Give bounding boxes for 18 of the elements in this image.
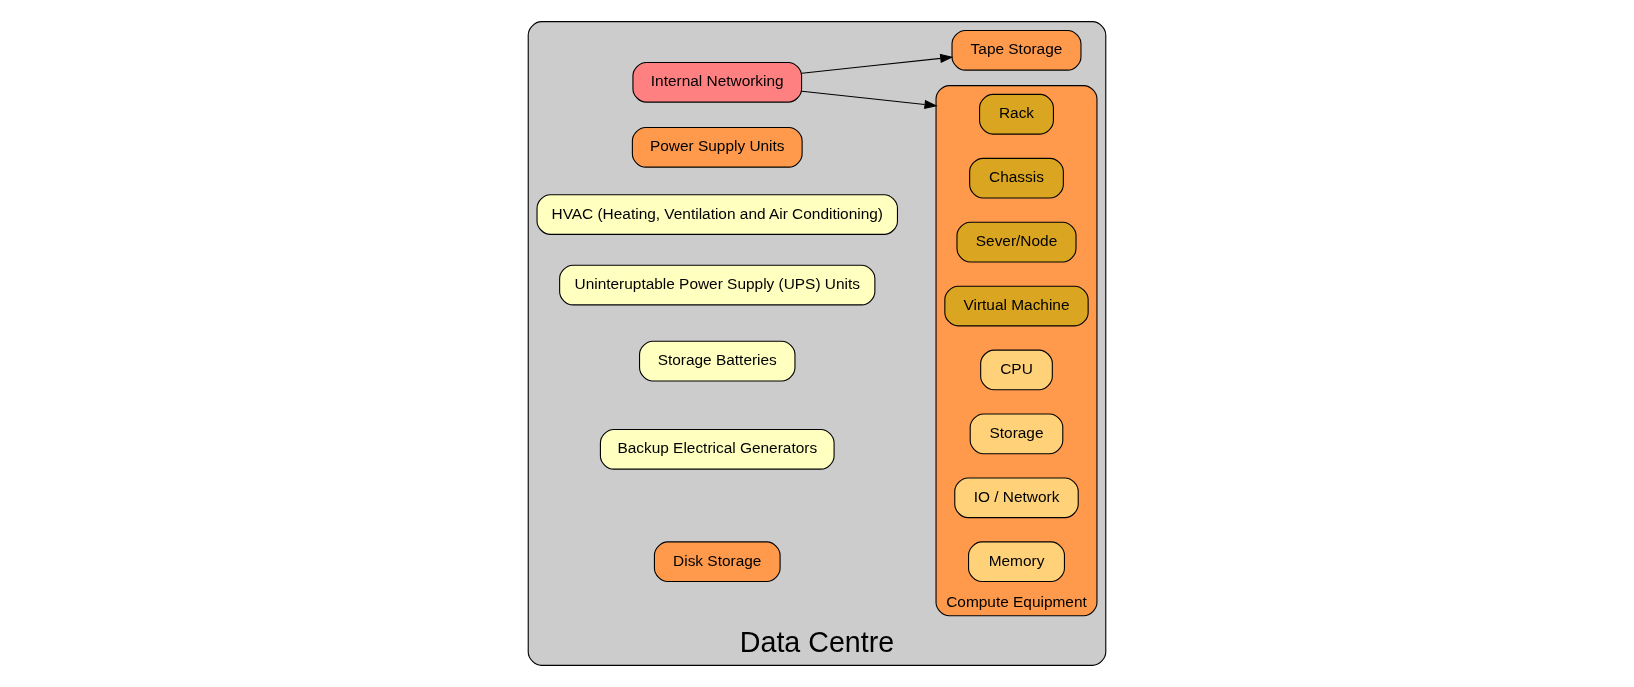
node-box: Sever/Node [956, 221, 1077, 263]
node-box: Rack [979, 93, 1054, 135]
node-box: Memory [968, 541, 1065, 583]
node-box: Storage Batteries [639, 340, 796, 382]
node-box: IO / Network [954, 477, 1079, 519]
node-box: Tape Storage [951, 29, 1082, 71]
node-box: Power Supply Units [631, 126, 803, 168]
node-box: Disk Storage [653, 541, 781, 583]
node-box: Virtual Machine [944, 285, 1089, 327]
arrow [801, 90, 938, 110]
node-box: CPU [980, 349, 1053, 391]
node-box: Storage [969, 413, 1064, 455]
node-box: Backup Electrical Generators [599, 428, 835, 470]
node-box: HVAC (Heating, Ventilation and Air Conditioning) [536, 194, 898, 235]
node-box: Chassis [969, 157, 1064, 199]
node-box: Internal Networking [632, 61, 803, 103]
arrow [801, 53, 954, 74]
node-box: Uninteruptable Power Supply (UPS) Units [559, 264, 876, 306]
